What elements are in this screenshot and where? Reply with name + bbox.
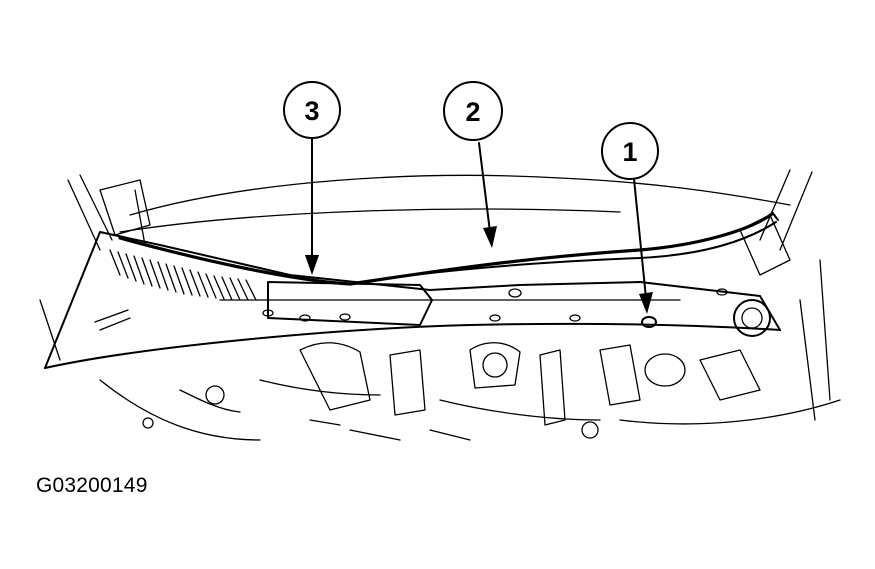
callout-1: 1: [601, 122, 659, 180]
callout-3: 3: [283, 81, 341, 139]
callout-3-label: 3: [304, 96, 319, 126]
callout-leader-3: [305, 137, 319, 275]
cowl-panel: [44, 231, 781, 369]
pin-retainer: [641, 316, 657, 328]
cowl-seal: [118, 211, 779, 286]
figure-code: G03200149: [36, 474, 148, 497]
wiper-pivot-left: [99, 179, 151, 246]
callout-2: 2: [443, 81, 503, 141]
wiper-pivot-right: [733, 214, 791, 337]
vehicle-body-outline: [39, 169, 841, 441]
cowl-vent-cover: [267, 281, 433, 326]
callout-1-label: 1: [622, 137, 637, 167]
engine-components: [142, 342, 761, 441]
callout-2-label: 2: [465, 97, 480, 127]
callout-leader-1: [633, 178, 653, 314]
callout-leader-2: [478, 142, 497, 248]
